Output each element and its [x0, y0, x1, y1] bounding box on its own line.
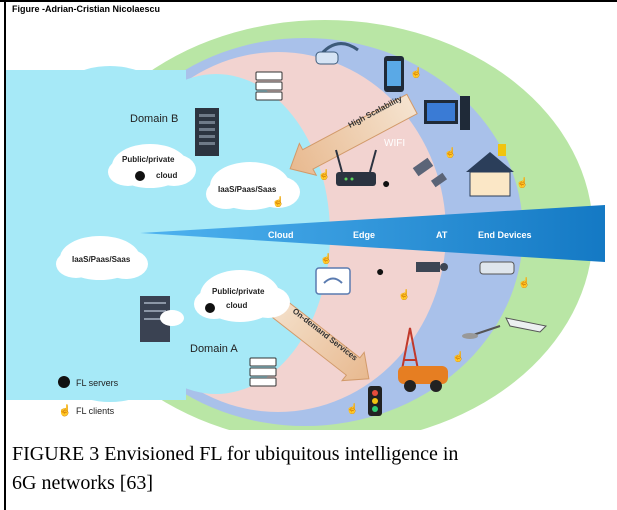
traffic-light-icon: [368, 386, 382, 416]
fl-client-icon: ☝: [346, 402, 358, 415]
antenna-icon: [416, 262, 448, 272]
smartphone-icon: [384, 56, 404, 92]
fl-client-icon: ☝: [518, 276, 530, 289]
layer-wedge: [140, 205, 605, 262]
gesture-icon: [479, 261, 515, 275]
fl-server-icon: ●: [382, 175, 390, 191]
car-icon: [398, 366, 448, 392]
vr-headset-icon: [315, 42, 359, 65]
fl-client-icon: ☝: [444, 146, 456, 159]
cloud-b-label-1: Public/private: [122, 155, 175, 164]
legend-client-icon: ☝: [58, 403, 72, 417]
wifi-label: WIFI: [384, 138, 405, 149]
cloud-icon: [56, 236, 148, 280]
iaas-top-label: IaaS/Paas/Saas: [218, 185, 277, 194]
figure-caption: FIGURE 3 Envisioned FL for ubiquitous in…: [12, 440, 612, 498]
figure-label: Figure -Adrian-Cristian Nicolaescu: [12, 4, 161, 14]
access-point-icon: [315, 267, 351, 295]
fl-client-icon: ☝: [410, 66, 422, 79]
cloud-icon: [206, 162, 300, 210]
satellite-icon: [412, 157, 448, 188]
airplane-icon: [505, 317, 548, 333]
band-cloud-label: Cloud: [268, 230, 294, 240]
band-end-label: End Devices: [478, 230, 532, 240]
caption-line-2: 6G networks [63]: [12, 472, 154, 494]
legend-servers-label: FL servers: [76, 378, 119, 388]
legend-clients-label: FL clients: [76, 406, 115, 416]
server-rack-icon: [195, 108, 219, 156]
cloud-b-label-2: cloud: [156, 171, 177, 180]
desktop-icon: [424, 96, 470, 130]
on-demand-arrow: [260, 290, 370, 382]
cloud-icon: [194, 270, 290, 322]
server-stack-icon: [249, 357, 277, 387]
top-border: [0, 0, 617, 2]
smart-home-icon: [466, 144, 514, 197]
fl-client-icon: ☝: [320, 252, 332, 265]
high-scalability-arrow: [289, 93, 418, 177]
fl-server-icon: [135, 171, 145, 181]
datacenter-icon: [140, 296, 184, 342]
iaas-left-label: IaaS/Paas/Saas: [72, 255, 131, 264]
fl-client-icon: ☝: [452, 350, 464, 363]
fl-server-icon: [205, 303, 215, 313]
cloud-a-label-1: Public/private: [212, 287, 265, 296]
fl-client-icon: ☝: [318, 168, 330, 181]
caption-line-1: FIGURE 3 Envisioned FL for ubiquitous in…: [12, 443, 459, 465]
domain-a-label: Domain A: [190, 343, 238, 355]
legend-server-icon: [58, 376, 70, 388]
band-at-label: AT: [436, 230, 448, 240]
server-stack-icon: [255, 71, 283, 101]
router-icon: [335, 149, 377, 186]
fl-client-icon: ☝: [272, 195, 284, 208]
fl-client-icon: ☝: [398, 288, 410, 301]
left-border: [4, 0, 6, 510]
domain-b-label: Domain B: [130, 113, 178, 125]
cloud-a-label-2: cloud: [226, 301, 247, 310]
band-edge-label: Edge: [353, 230, 375, 240]
fl-diagram: Cloud Edge AT End Devices High Scalabili…: [6, 20, 605, 430]
fl-server-icon: ●: [376, 263, 384, 279]
drone-icon: [462, 325, 501, 339]
fl-client-icon: ☝: [516, 176, 528, 189]
